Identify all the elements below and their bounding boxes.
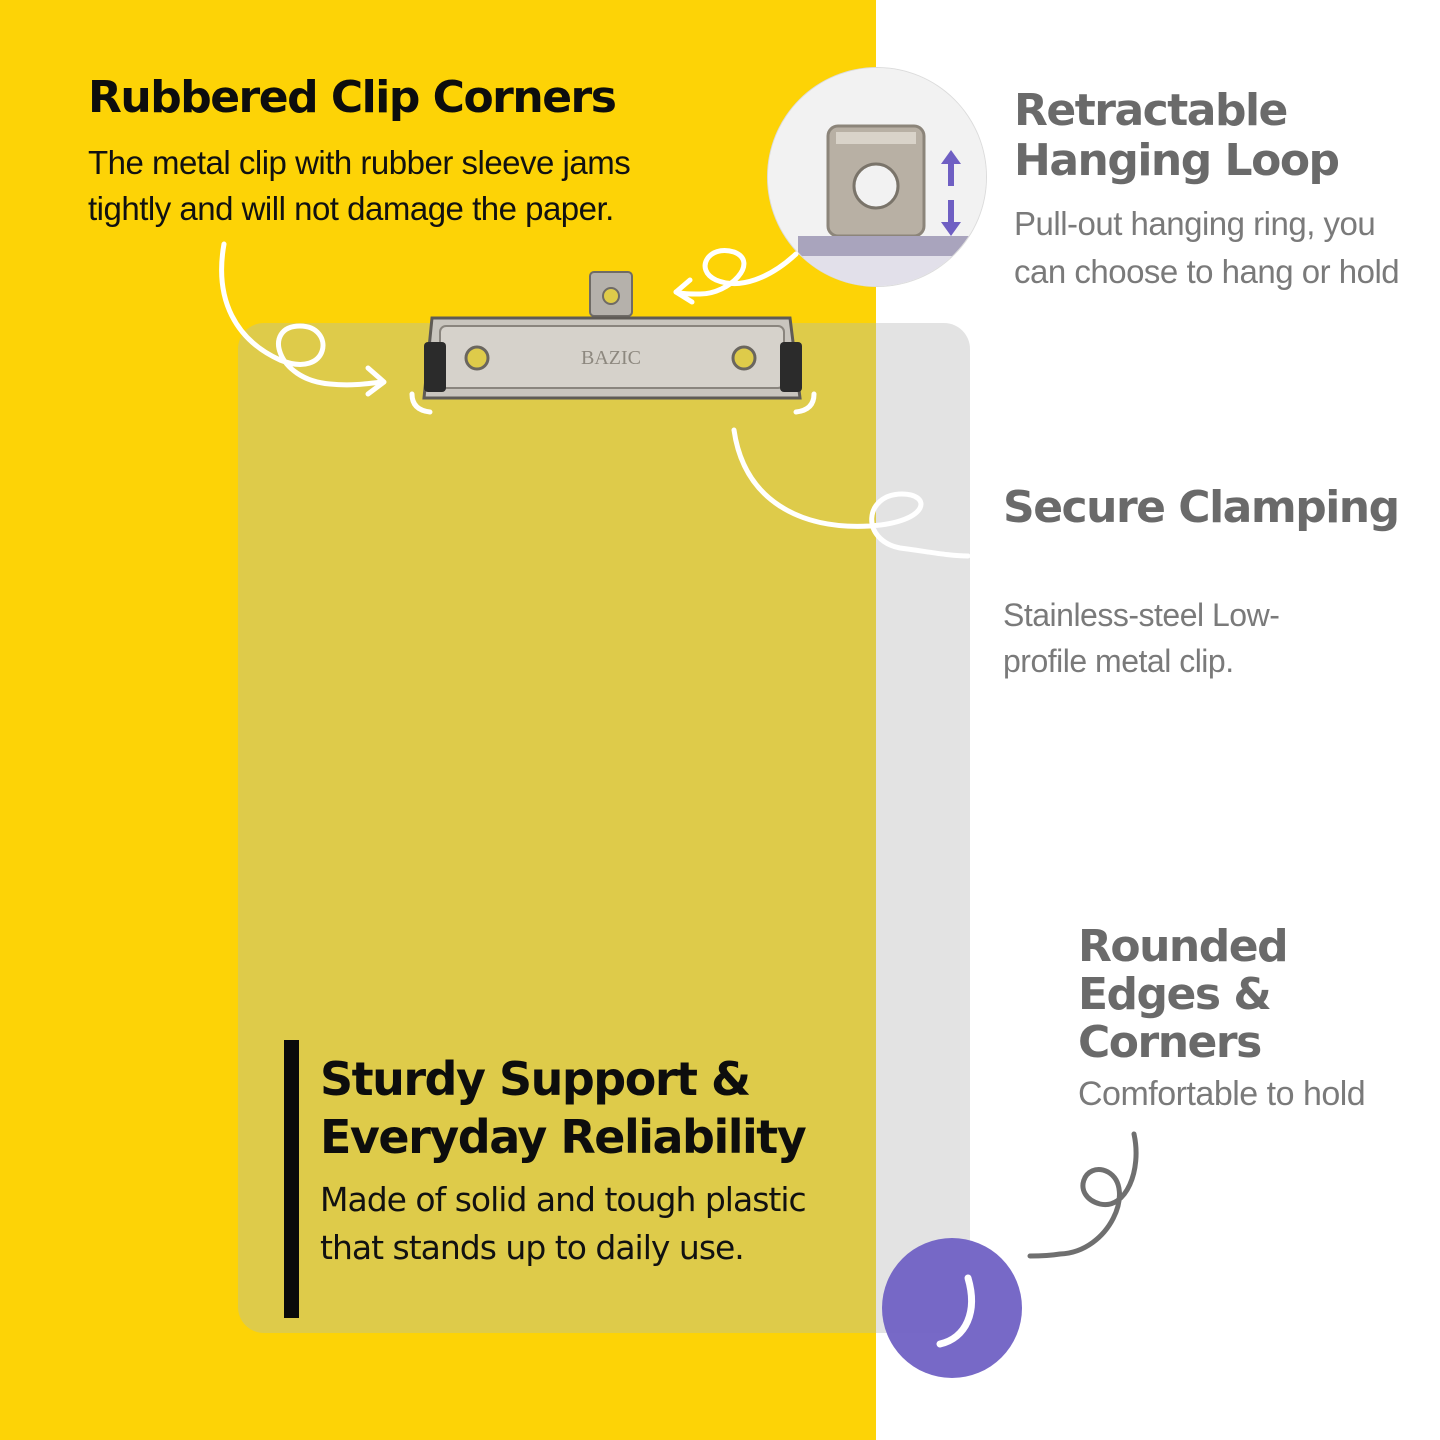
sturdy-support-description: Made of solid and tough plastic that sta…	[320, 1180, 807, 1267]
hanging-loop-zoom-circle	[768, 68, 986, 286]
down-arrow-icon	[941, 200, 961, 236]
rounded-edges-description: Comfortable to hold	[1078, 1075, 1366, 1113]
secure-clamping-description: Stainless-steel Low-profile metal clip.	[1003, 597, 1280, 679]
secure-clamping-title: Secure Clamping	[1003, 482, 1400, 533]
clipboard-board-edge	[876, 323, 970, 1333]
retractable-loop-description: Pull-out hanging ring, you can choose to…	[1014, 205, 1400, 290]
white-background-panel	[876, 0, 1440, 1440]
rubbered-clip-title: Rubbered Clip Corners	[88, 72, 617, 123]
retractable-loop-title: Retractable Hanging Loop	[1014, 85, 1340, 186]
rounded-corner-highlight-circle	[882, 1238, 1022, 1378]
hanging-loop-zoom-image	[768, 68, 986, 286]
up-arrow-icon	[941, 150, 961, 186]
rounded-edges-title: Rounded Edges & Corners	[1078, 921, 1289, 1068]
rubbered-clip-description: The metal clip with rubber sleeve jams t…	[88, 144, 631, 227]
sturdy-support-title: Sturdy Support & Everyday Reliability	[320, 1052, 807, 1164]
accent-bar	[284, 1040, 299, 1318]
